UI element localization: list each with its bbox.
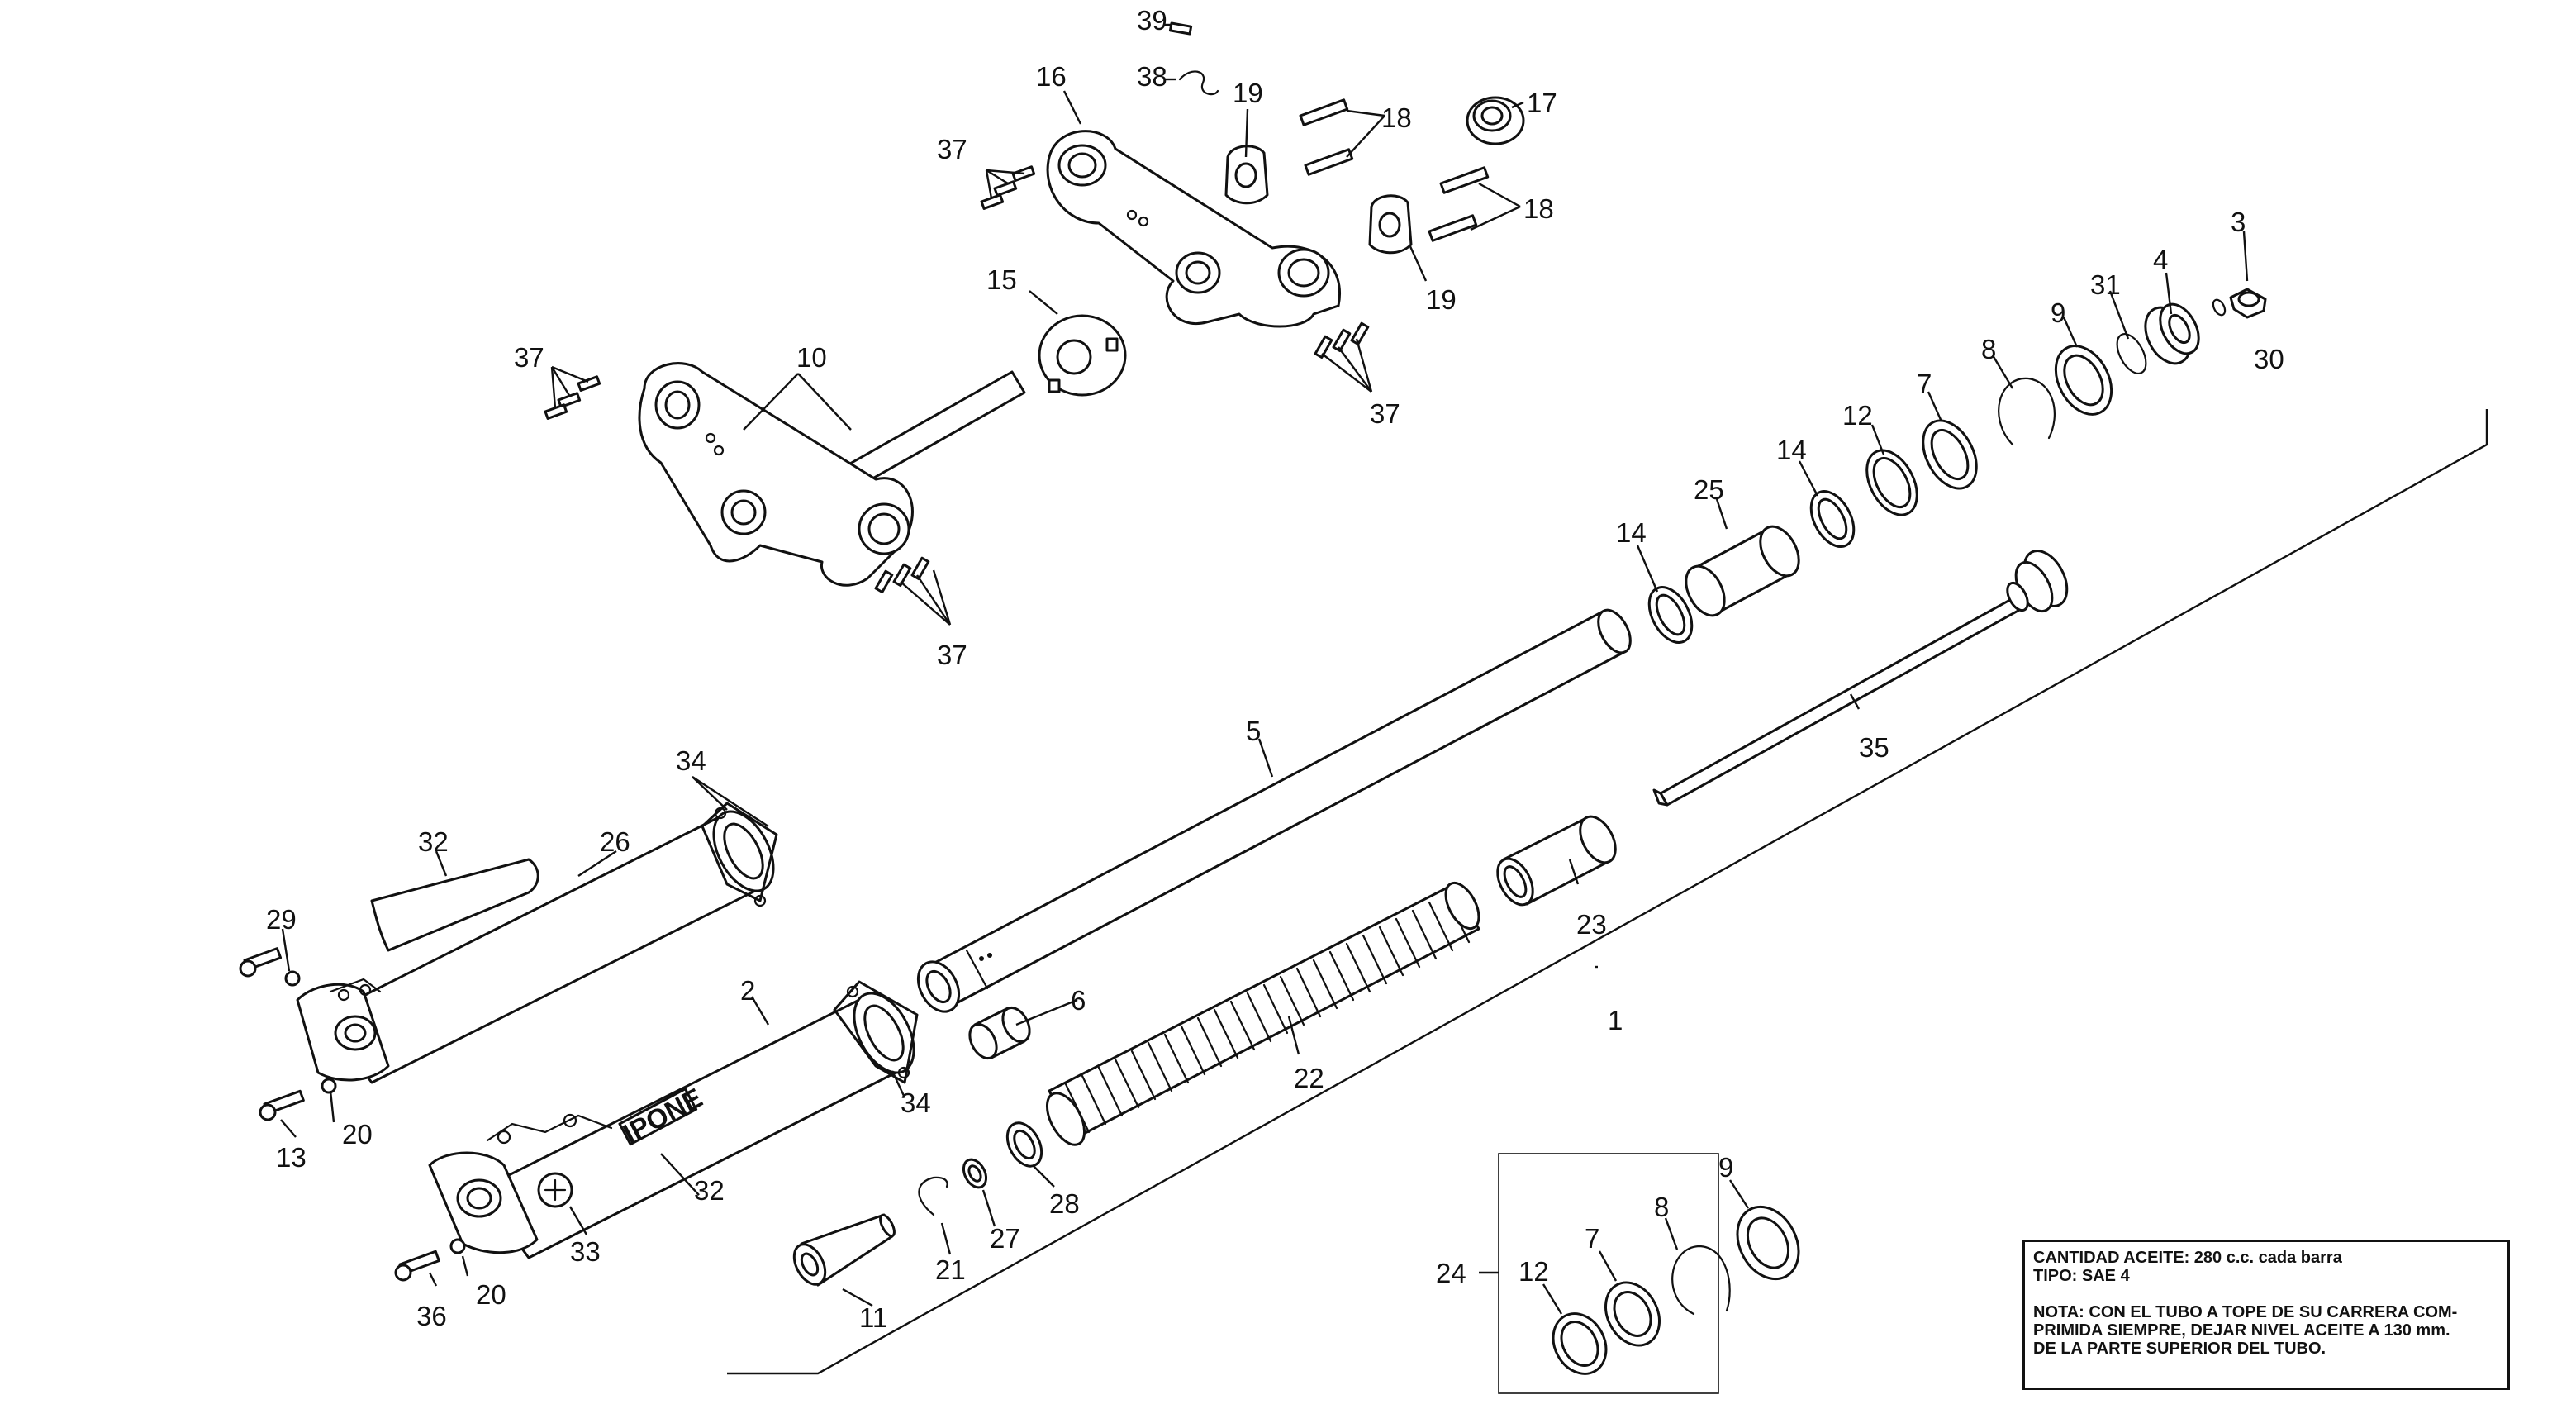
- callout-7-inset: 7: [1585, 1223, 1599, 1254]
- callout-8-top: 8: [1981, 334, 1996, 364]
- oil-type-text: TIPO: SAE 4: [2033, 1267, 2130, 1285]
- callout-37-mid: 37: [1370, 398, 1400, 429]
- callout-15: 15: [986, 264, 1017, 295]
- leader-lines: [280, 23, 2249, 1315]
- callout-39: 39: [1137, 5, 1167, 36]
- callout-30: 30: [2254, 344, 2284, 374]
- decal-strip: [370, 858, 539, 952]
- callout-numbers: 39 38 16 19 18 17 18 19 37 15 10 37 37 3…: [266, 5, 2284, 1333]
- note-line-2: PRIMIDA SIEMPRE, DEJAR NIVEL ACEITE A 13…: [2033, 1321, 2450, 1340]
- callout-21: 21: [935, 1254, 966, 1285]
- seal-stack-upper: [1865, 288, 2267, 516]
- fork-tube: [916, 608, 1632, 1013]
- assembly-bracket-line: [727, 409, 2488, 1375]
- callout-19-right: 19: [1426, 284, 1457, 315]
- callout-32-top: 32: [418, 826, 449, 857]
- callout-4: 4: [2153, 245, 2168, 275]
- callout-37-left: 37: [514, 342, 544, 373]
- callout-32-bottom: 32: [694, 1175, 725, 1206]
- callout-7-top: 7: [1917, 369, 1932, 399]
- callout-36: 36: [416, 1301, 447, 1331]
- note-spacer: [2033, 1285, 2499, 1303]
- callout-37-top: 37: [937, 134, 967, 164]
- spring-spacer: [1496, 815, 1617, 907]
- guide-bushings: [1647, 490, 1856, 644]
- callout-23: 23: [1576, 909, 1607, 940]
- callout-25: 25: [1694, 474, 1724, 505]
- bushing-lower: [968, 1006, 1031, 1060]
- callout-18-right: 18: [1523, 193, 1554, 224]
- callout-5: 5: [1246, 716, 1261, 746]
- callout-9-top: 9: [2051, 298, 2065, 328]
- callout-22: 22: [1294, 1063, 1324, 1093]
- note-line-1: NOTA: CON EL TUBO A TOPE DE SU CARRERA C…: [2033, 1303, 2458, 1321]
- outer-fork-leg-left: [296, 802, 778, 1084]
- oil-quantity-text: CANTIDAD ACEITE: 280 c.c. cada barra: [2033, 1249, 2342, 1267]
- callout-26: 26: [600, 826, 630, 857]
- callout-20-bottom: 20: [476, 1279, 506, 1310]
- oil-specification-note: CANTIDAD ACEITE: 280 c.c. cada barra TIP…: [2022, 1240, 2510, 1390]
- callout-29: 29: [266, 904, 297, 935]
- callout-12-inset: 12: [1519, 1256, 1549, 1287]
- callout-19-top: 19: [1233, 78, 1263, 108]
- callout-35: 35: [1859, 732, 1889, 763]
- lower-triple-clamp: [638, 362, 1026, 587]
- steering-nut-washer: [1038, 314, 1127, 397]
- fork-spring: [1045, 881, 1480, 1146]
- callout-17: 17: [1527, 88, 1557, 118]
- callout-11: 11: [859, 1302, 887, 1333]
- clamp-screws: [544, 21, 1370, 593]
- seal-kit-inset: [1498, 1153, 1800, 1394]
- upper-triple-clamp: [1046, 130, 1341, 328]
- callout-6: 6: [1071, 985, 1086, 1016]
- outer-fork-leg-right: IPONE: [428, 980, 919, 1259]
- callout-31: 31: [2090, 269, 2121, 300]
- callout-8-inset: 8: [1654, 1192, 1669, 1222]
- callout-14-mid: 14: [1616, 517, 1647, 548]
- callout-12-top: 12: [1842, 400, 1873, 431]
- callout-1: 1: [1608, 1005, 1623, 1035]
- callout-37-bottom: 37: [937, 640, 967, 670]
- callout-13: 13: [276, 1142, 307, 1173]
- callout-27: 27: [990, 1223, 1020, 1254]
- callout-3: 3: [2231, 207, 2246, 237]
- callout-20-top: 20: [342, 1119, 373, 1150]
- handlebar-clamps: [1224, 96, 1525, 255]
- callout-34-bottom: 34: [901, 1088, 931, 1118]
- callout-10: 10: [796, 342, 827, 373]
- callout-34-top: 34: [676, 745, 706, 776]
- note-line-3: DE LA PARTE SUPERIOR DEL TUBO.: [2033, 1340, 2326, 1358]
- callout-33: 33: [570, 1236, 601, 1267]
- callout-38: 38: [1137, 61, 1167, 92]
- callout-18-top: 18: [1381, 102, 1412, 133]
- callout-2: 2: [740, 975, 755, 1006]
- callout-9-inset: 9: [1718, 1152, 1733, 1183]
- callout-24: 24: [1436, 1258, 1466, 1288]
- damper-rod: [1652, 550, 2069, 807]
- callout-16: 16: [1036, 61, 1067, 92]
- lower-bolts: [239, 947, 466, 1282]
- small-lower-parts: [792, 1121, 1043, 1287]
- callout-28: 28: [1049, 1188, 1080, 1219]
- callout-14-top: 14: [1776, 435, 1807, 465]
